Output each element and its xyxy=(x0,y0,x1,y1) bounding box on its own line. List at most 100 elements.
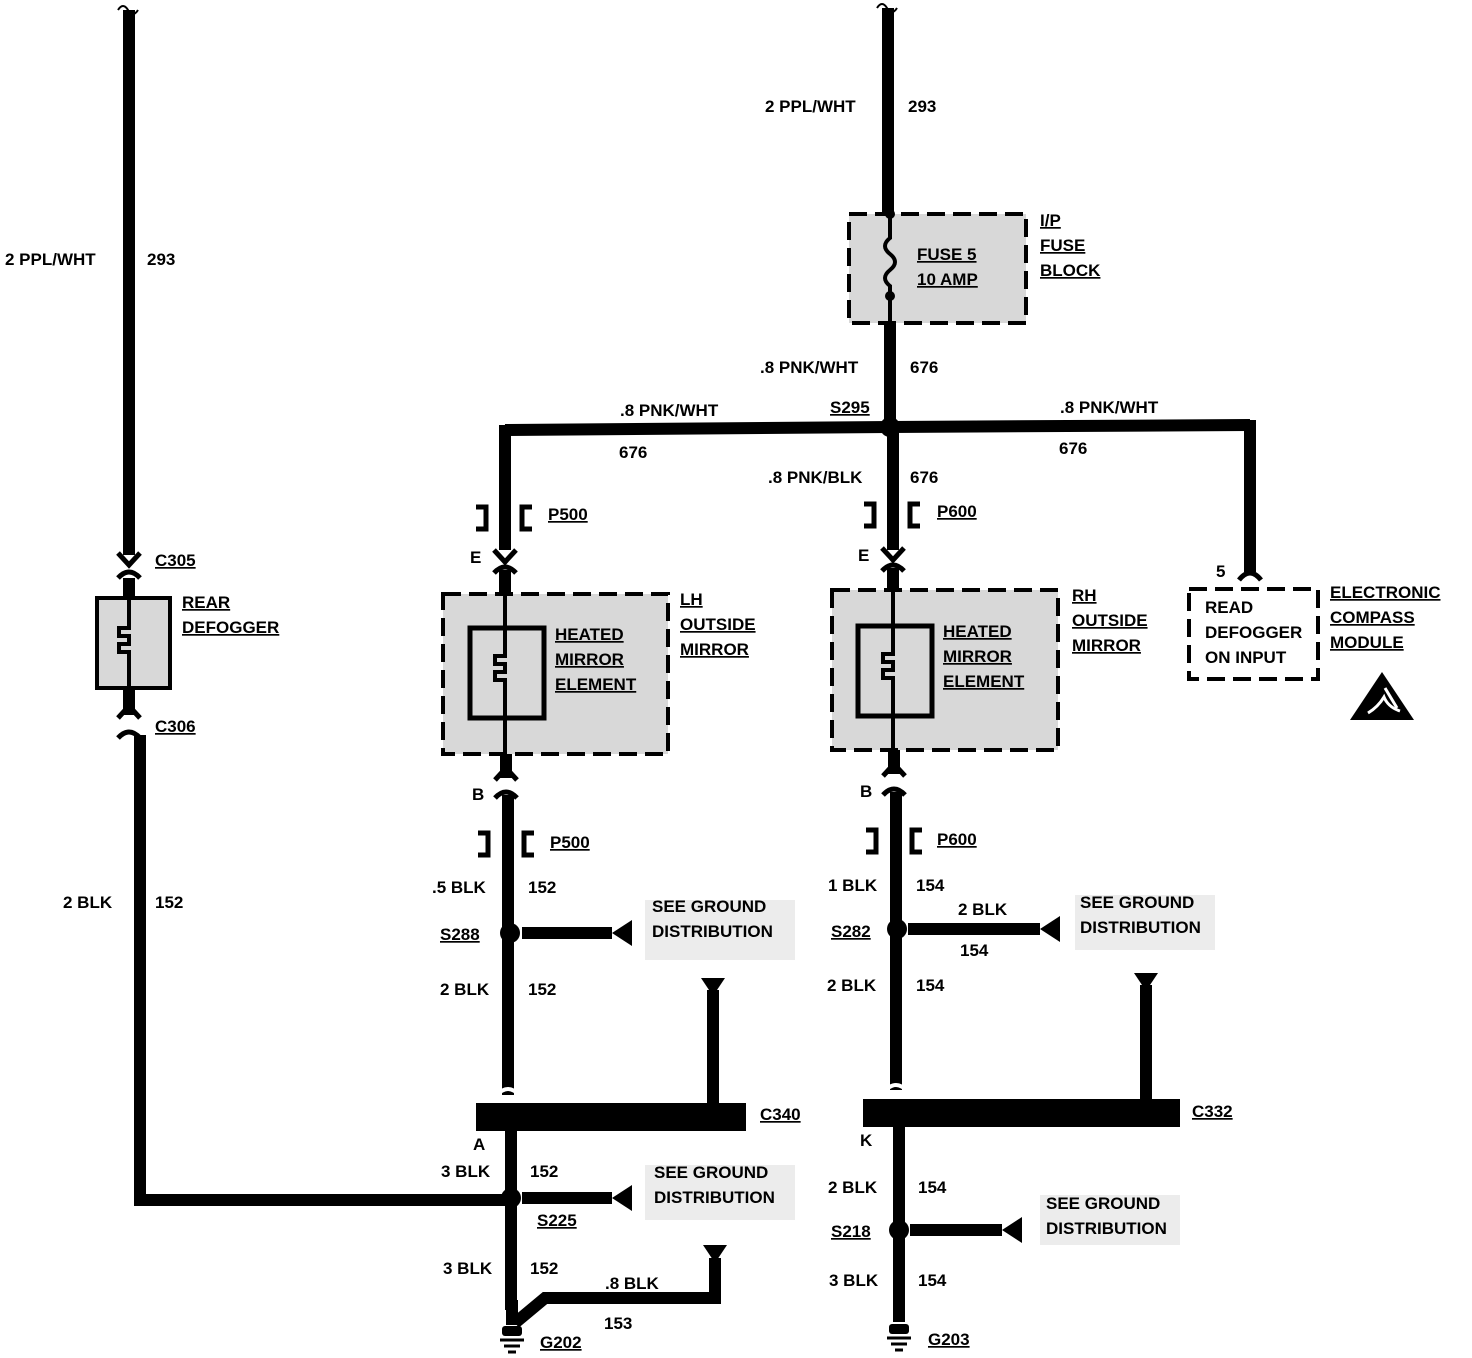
connector-c332-bar xyxy=(863,1099,1180,1127)
ground-ref-arrow-icon xyxy=(612,920,632,946)
heater-element-rh-icon xyxy=(881,592,895,750)
connector-p600-bottom-left-icon xyxy=(866,827,879,855)
wire-153-color: .8 BLK xyxy=(605,1274,660,1293)
lh-mirror-circuit: P500 E HEATED MIRROR ELEMENT LH OUTSIDE … xyxy=(432,425,801,1354)
compass-title-2: COMPASS xyxy=(1330,608,1415,627)
rh-mirror-title-2: OUTSIDE xyxy=(1072,611,1148,630)
connector-p500-bottom-right-icon xyxy=(521,830,534,858)
wire-152-lh-4-circuit: 152 xyxy=(530,1259,558,1278)
wire-676-rh-circuit: 676 xyxy=(910,468,938,487)
splice-s218-label: S218 xyxy=(831,1222,871,1241)
lh-element-label-3: ELEMENT xyxy=(555,675,637,694)
ground-ref-rh-1: SEE GROUND xyxy=(1080,893,1194,912)
ground-ref-lh-1: SEE GROUND xyxy=(652,897,766,916)
heater-element-icon xyxy=(493,596,507,754)
splice-s295-label: S295 xyxy=(830,398,870,417)
connector-p600-bottom-label: P600 xyxy=(937,830,977,849)
pin-e-label: E xyxy=(470,548,481,567)
lh-element-label-1: HEATED xyxy=(555,625,624,644)
ip-fuse-block-box xyxy=(849,214,1026,323)
ground-g203-label: G203 xyxy=(928,1330,970,1349)
ground-arrow-153-icon xyxy=(703,1245,727,1263)
wire-676-lh-color: .8 PNK/WHT xyxy=(620,401,719,420)
pin-e-rh-icon xyxy=(880,546,906,564)
connector-c340-label: C340 xyxy=(760,1105,801,1124)
connector-p600-bottom-right-icon xyxy=(909,827,922,855)
ground-arrow-c332-icon xyxy=(1134,973,1158,991)
connector-p600-top-left-icon xyxy=(864,501,877,529)
compass-pin-icon xyxy=(1237,570,1263,582)
wire-154-rh-4-circuit: 154 xyxy=(918,1271,947,1290)
wire-154-rh-1-circuit: 154 xyxy=(916,876,945,895)
rh-mirror-circuit: P600 E HEATED MIRROR ELEMENT RH OUTSIDE … xyxy=(827,501,1233,1352)
lh-element-label-2: MIRROR xyxy=(555,650,624,669)
wire-676-compass-circuit: 676 xyxy=(1059,439,1087,458)
lh-mirror-title-3: MIRROR xyxy=(680,640,749,659)
wire-152-lh-2-color: 2 BLK xyxy=(440,980,490,999)
pin-b-rh-icon xyxy=(881,786,907,797)
wire-676-main-color: .8 PNK/WHT xyxy=(760,358,859,377)
wire-676-to-compass xyxy=(889,419,1251,433)
connector-c305-label: C305 xyxy=(155,551,196,570)
splice-s218-dot xyxy=(889,1220,909,1240)
connector-p500-top-label: P500 xyxy=(548,505,588,524)
wire-152-lh-1-color: .5 BLK xyxy=(432,878,487,897)
connector-p500-bottom-label: P500 xyxy=(550,833,590,852)
pin-b-icon xyxy=(493,789,519,800)
wire-676-main-circuit: 676 xyxy=(910,358,938,377)
pin-b-rh-label: B xyxy=(860,782,872,801)
fuse-block-label-2: FUSE xyxy=(1040,236,1085,255)
fuse-block-label-1: I/P xyxy=(1040,211,1061,230)
pin-e-rh-label: E xyxy=(858,546,869,565)
rh-mirror-title-3: MIRROR xyxy=(1072,636,1141,655)
esd-warning-icon xyxy=(1350,672,1414,720)
connector-c305-female-icon xyxy=(116,569,142,580)
ground-ref-rh2-1: SEE GROUND xyxy=(1046,1194,1160,1213)
wire-676-compass-color: .8 PNK/WHT xyxy=(1060,398,1159,417)
fuse-icon xyxy=(883,214,897,324)
connector-p500-top-left-icon xyxy=(476,504,489,532)
compass-pin-label: 5 xyxy=(1216,562,1225,581)
lh-mirror-title-2: OUTSIDE xyxy=(680,615,756,634)
connector-c332-label: C332 xyxy=(1192,1102,1233,1121)
wire-154-rh-2-color: 2 BLK xyxy=(827,976,877,995)
rear-defogger-label-2: DEFOGGER xyxy=(182,618,279,637)
wire-676-rh-color: .8 PNK/BLK xyxy=(768,468,863,487)
connector-c340-bar xyxy=(476,1103,746,1131)
wire-152-left-circuit: 152 xyxy=(155,893,183,912)
splice-s282-dot xyxy=(887,919,907,939)
wire-153 xyxy=(511,1258,721,1328)
wire-152-lh-2-circuit: 152 xyxy=(528,980,556,999)
splice-s288-label: S288 xyxy=(440,925,480,944)
wire-154-rh-3-color: 2 BLK xyxy=(828,1178,878,1197)
pin-a-label: A xyxy=(473,1135,485,1154)
rear-defogger-label-1: REAR xyxy=(182,593,230,612)
splice-s225-dot xyxy=(501,1188,521,1208)
connector-p600-top-label: P600 xyxy=(937,502,977,521)
wire-154-rh-1-color: 1 BLK xyxy=(828,876,878,895)
compass-title-3: MODULE xyxy=(1330,633,1404,652)
connector-p500-bottom-left-icon xyxy=(478,830,491,858)
pin-k-label: K xyxy=(860,1131,873,1150)
wire-676-to-lh xyxy=(504,421,891,436)
wire-154-rh-4-color: 3 BLK xyxy=(829,1271,879,1290)
connector-p500-top-right-icon xyxy=(519,504,532,532)
wire-293-main-circuit: 293 xyxy=(908,97,936,116)
wire-152-lh-3-color: 3 BLK xyxy=(441,1162,491,1181)
wire-293-left-color: 2 PPL/WHT xyxy=(5,250,96,269)
fuse-label-2: 10 AMP xyxy=(917,270,978,289)
rh-element-label-2: MIRROR xyxy=(943,647,1012,666)
wire-154-rh-2-circuit: 154 xyxy=(916,976,945,995)
wire-154-side-color: 2 BLK xyxy=(958,900,1008,919)
wire-152-lh-4-color: 3 BLK xyxy=(443,1259,493,1278)
ground-g203-icon xyxy=(887,1324,911,1352)
splice-s282-label: S282 xyxy=(831,922,871,941)
compass-title-1: ELECTRONIC xyxy=(1330,583,1441,602)
compass-input-label-3: ON INPUT xyxy=(1205,648,1287,667)
connector-p600-top-right-icon xyxy=(907,501,920,529)
connector-c306-label: C306 xyxy=(155,717,196,736)
lh-mirror-title-1: LH xyxy=(680,590,703,609)
pin-e-icon xyxy=(492,548,518,566)
defogger-element-icon xyxy=(117,598,131,688)
